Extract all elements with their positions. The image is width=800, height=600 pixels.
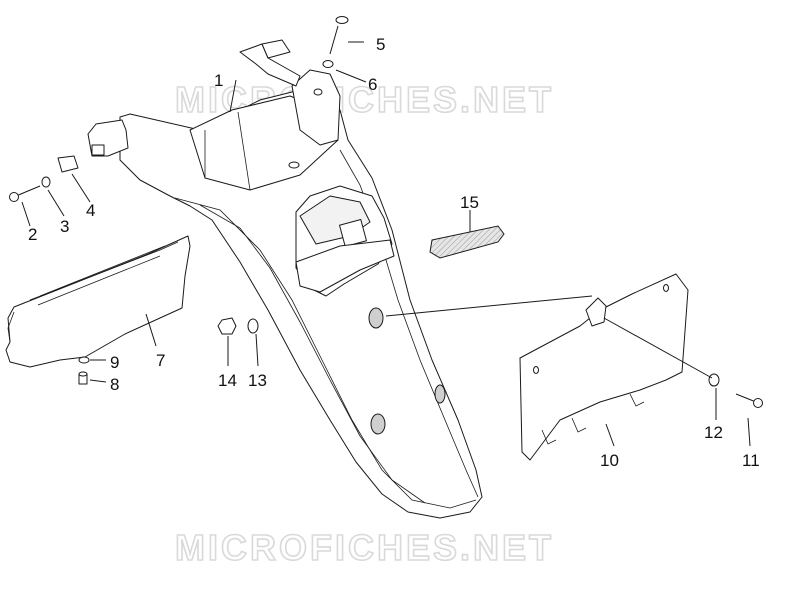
hardware [9,16,763,408]
washer-3 [41,176,51,188]
bolt-8 [78,371,88,385]
callout-3: 3 [60,217,69,236]
callout-9: 9 [110,353,119,372]
callout-4: 4 [86,201,95,220]
side-mudguard-panel [5,235,191,368]
washer-12 [708,373,720,387]
washer-9 [78,356,90,364]
mount-hole [370,413,386,435]
callout-1: 1 [214,71,223,90]
washer-13 [247,318,259,334]
rear-mudguard [87,39,483,519]
callout-11: 11 [742,451,760,470]
mount-hole [434,384,446,404]
callout-5: 5 [376,35,385,54]
callout-7: 7 [156,351,165,370]
reflector [429,225,505,259]
clip-nut-4 [57,155,79,173]
tail-light-housing [295,185,395,297]
callout-labels: 1 2 3 4 5 6 7 8 9 10 11 12 13 14 15 [28,35,760,470]
callout-8: 8 [110,375,119,394]
watermark-bottom: MICROFICHES.NET [175,527,554,568]
leader-lines [21,41,751,447]
callout-12: 12 [704,423,723,442]
callout-15: 15 [460,193,479,212]
callout-14: 14 [218,371,237,390]
screw-11 [735,393,763,408]
callout-13: 13 [248,371,267,390]
callout-10: 10 [600,451,619,470]
callout-6: 6 [368,75,377,94]
license-plate-holder [519,273,689,461]
mount-hole [368,307,384,329]
screw-5 [329,16,349,55]
washer-6 [322,60,334,68]
callout-2: 2 [28,225,37,244]
nut-14 [217,317,237,335]
screw-2 [9,185,41,202]
